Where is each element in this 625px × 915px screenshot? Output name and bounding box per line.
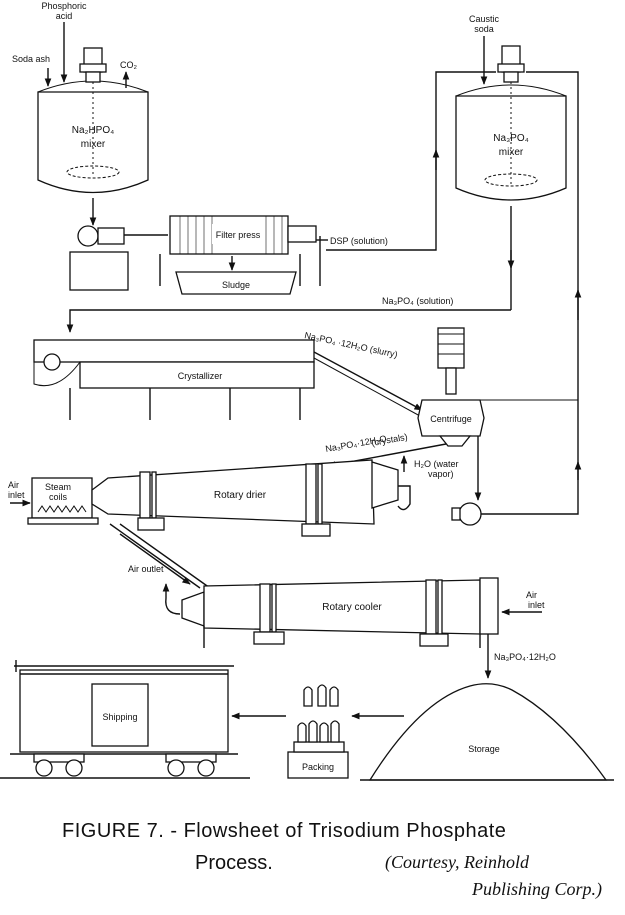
caustic-soda-label-2: soda [474, 24, 494, 34]
rotary-cooler-label: Rotary cooler [322, 602, 382, 613]
filter-press-label: Filter press [216, 230, 261, 240]
boxcar: Shipping [0, 660, 250, 779]
mixer2-name: mixer [499, 147, 524, 158]
mixer1-formula: Na₂HPO₄ [72, 125, 114, 136]
storage-label: Storage [468, 744, 500, 754]
na3po4-solution-label: Na₃PO₄ (solution) [382, 296, 453, 306]
soda-ash-label: Soda ash [12, 54, 50, 64]
figure-credit-line-1: (Courtesy, Reinhold [385, 852, 529, 872]
co2-label: CO₂ [120, 60, 138, 70]
dsp-solution-label: DSP (solution) [330, 236, 388, 246]
product-label: Na₃PO₄·12H₂O [494, 652, 556, 662]
crystallizer: Crystallizer [33, 339, 315, 420]
centrifuge-label: Centrifuge [430, 414, 472, 424]
steam-coils-label-2: coils [49, 492, 68, 502]
pump-1 [69, 225, 129, 291]
steam-coils: Steam coils [27, 477, 99, 525]
shipping-label: Shipping [102, 712, 137, 722]
packing-label: Packing [302, 762, 334, 772]
figure-caption-process: Process. [195, 852, 273, 874]
mixer1-name: mixer [81, 139, 106, 150]
centrifuge: Centrifuge [417, 327, 485, 447]
sludge-label: Sludge [222, 280, 250, 290]
storage-pile: Storage [360, 683, 614, 781]
mixer2-formula: Na₃PO₄ [493, 133, 528, 144]
air-inlet-left-label-2: inlet [8, 490, 25, 500]
figure-caption: FIGURE 7. - Flowsheet of Trisodium Phosp… [62, 820, 507, 842]
crystallizer-label: Crystallizer [178, 371, 223, 381]
phosphoric-acid-label-2: acid [56, 11, 73, 21]
air-inlet-right-label-2: inlet [528, 600, 545, 610]
na2hpo4-mixer: Na₂HPO₄ mixer [37, 47, 149, 194]
water-vapor-label-2: vapor) [428, 469, 454, 479]
slurry-label: Na₃PO₄ ·12H₂O (slurry) [304, 330, 399, 360]
rotary-drier: Rotary drier [91, 459, 399, 537]
packing-station: Packing [287, 684, 349, 779]
rotary-drier-label: Rotary drier [214, 490, 267, 501]
rotary-cooler: Rotary cooler [181, 577, 499, 648]
caustic-soda-label-1: Caustic [469, 14, 500, 24]
phosphoric-acid-label-1: Phosphoric [41, 1, 87, 11]
filter-press: Filter press Sludge [159, 215, 321, 295]
air-outlet-label: Air outlet [128, 564, 164, 574]
pump-2 [451, 502, 482, 526]
air-inlet-left-label-1: Air [8, 480, 19, 490]
steam-coils-label-1: Steam [45, 482, 71, 492]
air-inlet-right-label-1: Air [526, 590, 537, 600]
figure-credit-line-2: Publishing Corp.) [472, 879, 603, 899]
water-vapor-label-1: H₂O (water [414, 459, 459, 469]
na3po4-mixer: Na₃PO₄ mixer [455, 45, 567, 201]
